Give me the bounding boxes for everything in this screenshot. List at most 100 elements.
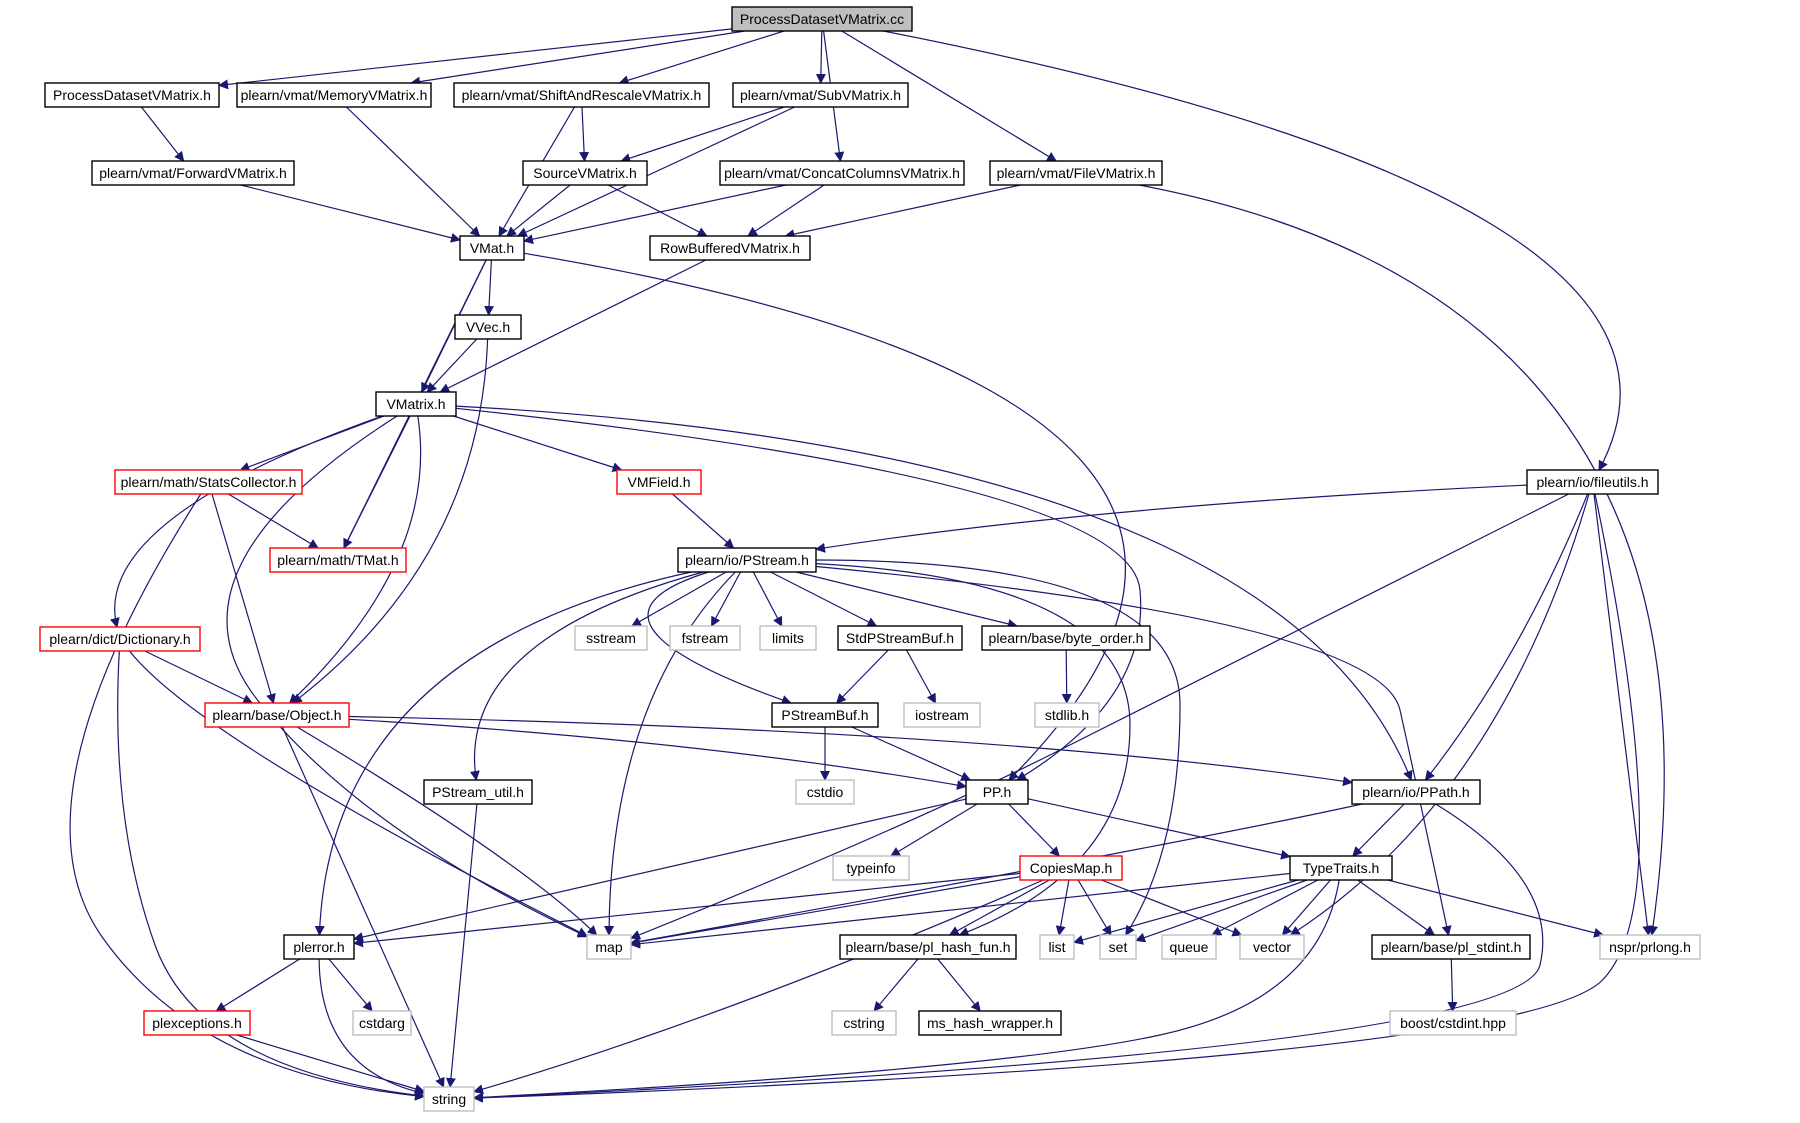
- node-label: TypeTraits.h: [1303, 860, 1380, 876]
- edge-psutil-to-string: [445, 803, 478, 1088]
- node-label: plearn/vmat/ForwardVMatrix.h: [99, 165, 287, 181]
- node-label: plearn/io/PStream.h: [685, 552, 809, 568]
- node-vmatrix[interactable]: VMatrix.h: [375, 391, 457, 417]
- node-box: [143, 1010, 251, 1036]
- edge-plerror-to-plexc: [215, 958, 301, 1012]
- edge-stats-to-tmat: [228, 493, 319, 549]
- node-label: plearn/dict/Dictionary.h: [49, 631, 190, 647]
- edge-subvm-to-srcvm: [620, 106, 785, 163]
- node-fwdvm[interactable]: plearn/vmat/ForwardVMatrix.h: [91, 160, 295, 186]
- node-fileutils[interactable]: plearn/io/fileutils.h: [1526, 469, 1659, 495]
- node-mshash[interactable]: ms_hash_wrapper.h: [918, 1010, 1062, 1036]
- node-ccvm[interactable]: plearn/vmat/ConcatColumnsVMatrix.h: [719, 160, 965, 186]
- node-label: plearn/vmat/SubVMatrix.h: [740, 87, 901, 103]
- node-box: [1371, 934, 1531, 960]
- edge-vvec-to-vmatrix: [426, 338, 478, 393]
- node-box: [965, 779, 1029, 805]
- edge-vmat-to-pp: [523, 252, 1126, 781]
- edge-copiesmap-to-plerror: [353, 872, 1021, 948]
- node-label: ProcessDatasetVMatrix.h: [53, 87, 211, 103]
- node-hashfun[interactable]: plearn/base/pl_hash_fun.h: [839, 934, 1017, 960]
- node-label: PP.h: [983, 784, 1012, 800]
- node-object[interactable]: plearn/base/Object.h: [204, 702, 350, 728]
- node-psutil[interactable]: PStream_util.h: [423, 779, 533, 805]
- edge-stats-to-string: [69, 493, 425, 1101]
- node-memvm[interactable]: plearn/vmat/MemoryVMatrix.h: [236, 82, 432, 108]
- node-srcvm[interactable]: SourceVMatrix.h: [522, 160, 648, 186]
- edge-stdint-to-cstdint: [1447, 958, 1458, 1012]
- node-box: [283, 934, 355, 960]
- node-subvm[interactable]: plearn/vmat/SubVMatrix.h: [732, 82, 909, 108]
- edge-vmatrix-to-vmfield: [453, 415, 623, 473]
- node-box: [269, 547, 407, 573]
- edge-object-to-string: [281, 726, 445, 1088]
- node-vmfield[interactable]: VMField.h: [616, 469, 702, 495]
- node-prlong: nspr/prlong.h: [1599, 934, 1701, 960]
- node-plerror[interactable]: plerror.h: [283, 934, 355, 960]
- node-ppath[interactable]: plearn/io/PPath.h: [1351, 779, 1481, 805]
- edge-copiesmap-to-string: [473, 879, 1044, 1094]
- node-label: plearn/io/fileutils.h: [1536, 474, 1648, 490]
- edge-root-to-filevm: [841, 30, 1058, 162]
- node-label: boost/cstdint.hpp: [1400, 1015, 1506, 1031]
- node-box: [423, 779, 533, 805]
- node-label: string: [432, 1091, 466, 1107]
- node-box: [423, 1086, 475, 1112]
- node-pdvm[interactable]: ProcessDatasetVMatrix.h: [44, 82, 220, 108]
- edge-pstream-to-plerror: [314, 571, 692, 936]
- node-filevm[interactable]: plearn/vmat/FileVMatrix.h: [989, 160, 1163, 186]
- node-psb[interactable]: PStreamBuf.h: [771, 702, 879, 728]
- node-box: [1034, 702, 1100, 728]
- node-label: plearn/base/pl_hash_fun.h: [845, 939, 1010, 955]
- node-vvec[interactable]: VVec.h: [454, 314, 522, 340]
- node-tmat[interactable]: plearn/math/TMat.h: [269, 547, 407, 573]
- edge-fileutils-to-map: [630, 493, 1569, 940]
- edge-pstream-to-set: [815, 559, 1181, 936]
- node-root[interactable]: ProcessDatasetVMatrix.cc: [731, 6, 913, 32]
- node-stdint[interactable]: plearn/base/pl_stdint.h: [1371, 934, 1531, 960]
- node-list: list: [1039, 934, 1075, 960]
- node-box: [903, 702, 981, 728]
- node-label: stdlib.h: [1045, 707, 1089, 723]
- node-box: [795, 779, 855, 805]
- node-plexc[interactable]: plexceptions.h: [143, 1010, 251, 1036]
- edge-copiesmap-to-vector: [1101, 879, 1243, 937]
- edge-memvm-to-vmat: [345, 106, 481, 237]
- node-cstring: cstring: [831, 1010, 897, 1036]
- node-limits: limits: [759, 625, 817, 651]
- node-box: [1289, 855, 1393, 881]
- node-pstream[interactable]: plearn/io/PStream.h: [677, 547, 817, 573]
- edge-fileutils-to-prlong: [1593, 493, 1653, 936]
- node-typetraits[interactable]: TypeTraits.h: [1289, 855, 1393, 881]
- node-box: [1019, 855, 1123, 881]
- node-label: VMat.h: [470, 240, 514, 256]
- node-sarvm[interactable]: plearn/vmat/ShiftAndRescaleVMatrix.h: [453, 82, 710, 108]
- node-dict[interactable]: plearn/dict/Dictionary.h: [39, 626, 201, 652]
- node-rbvm[interactable]: RowBufferedVMatrix.h: [649, 235, 811, 261]
- node-stdpsb[interactable]: StdPStreamBuf.h: [837, 625, 963, 651]
- edge-pp-to-typetraits: [1027, 798, 1291, 860]
- node-byteorder[interactable]: plearn/base/byte_order.h: [981, 625, 1151, 651]
- node-label: ms_hash_wrapper.h: [927, 1015, 1053, 1031]
- node-pp[interactable]: PP.h: [965, 779, 1029, 805]
- node-box: [831, 1010, 897, 1036]
- node-box: [44, 82, 220, 108]
- node-copiesmap[interactable]: CopiesMap.h: [1019, 855, 1123, 881]
- node-cstdint: boost/cstdint.hpp: [1389, 1010, 1517, 1036]
- node-box: [236, 82, 432, 108]
- node-stats[interactable]: plearn/math/StatsCollector.h: [114, 469, 303, 495]
- node-label: plexceptions.h: [152, 1015, 242, 1031]
- node-vmat[interactable]: VMat.h: [459, 235, 525, 261]
- node-box: [989, 160, 1163, 186]
- edge-vmat-to-vvec: [484, 259, 495, 316]
- node-box: [1351, 779, 1481, 805]
- node-label: PStream_util.h: [432, 784, 524, 800]
- node-typeinfo: typeinfo: [832, 855, 910, 881]
- edge-root-to-memvm: [410, 30, 745, 87]
- edge-root-to-pdvm: [218, 28, 733, 90]
- edge-dict-to-string: [117, 650, 425, 1101]
- edge-pstream-to-psutil: [469, 571, 704, 781]
- node-label: plearn/base/pl_stdint.h: [1381, 939, 1522, 955]
- node-box: [1039, 934, 1075, 960]
- edge-typetraits-to-list: [1073, 879, 1299, 945]
